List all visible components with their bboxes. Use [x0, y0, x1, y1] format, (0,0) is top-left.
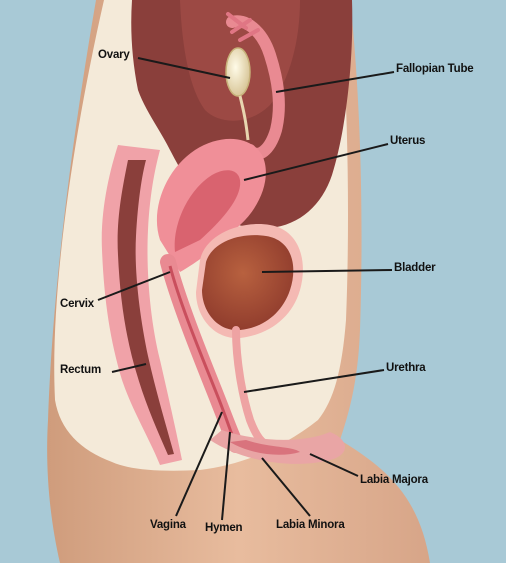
- label-labia-majora: Labia Majora: [360, 474, 428, 486]
- label-labia-minora: Labia Minora: [276, 519, 345, 531]
- label-vagina: Vagina: [150, 519, 186, 531]
- label-uterus: Uterus: [390, 135, 425, 147]
- ovary: [226, 48, 250, 96]
- label-cervix: Cervix: [60, 298, 94, 310]
- label-bladder: Bladder: [394, 262, 435, 274]
- label-fallopian-tube: Fallopian Tube: [396, 63, 474, 75]
- label-hymen: Hymen: [205, 522, 242, 534]
- label-ovary: Ovary: [98, 49, 130, 61]
- label-urethra: Urethra: [386, 362, 426, 374]
- label-rectum: Rectum: [60, 364, 101, 376]
